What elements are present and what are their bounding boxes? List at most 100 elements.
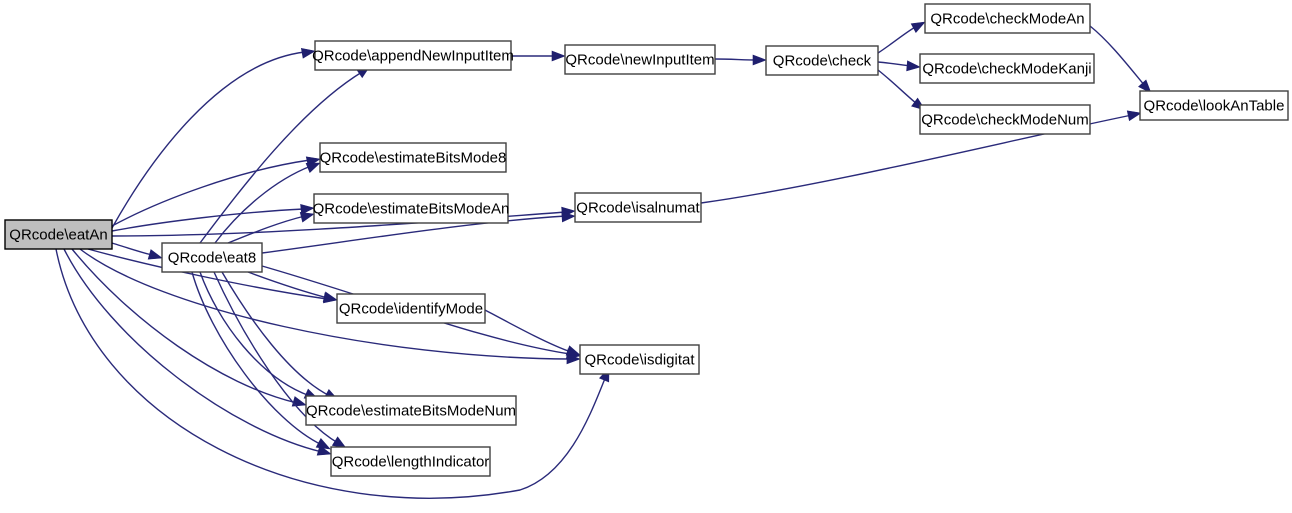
edge-line	[199, 71, 363, 244]
node-estimateBitsMode8[interactable]: QRcode\estimateBitsMode8	[319, 142, 507, 173]
edge-line	[877, 25, 918, 54]
node-box-highlighted[interactable]	[4, 219, 113, 250]
node-label: QRcode\lookAnTable	[1144, 97, 1285, 114]
edge-eat8-to-isalnumat	[261, 211, 576, 254]
edge-line	[247, 271, 329, 299]
edge-eat8-to-identifyMode	[247, 271, 338, 303]
edge-line	[63, 248, 323, 453]
arrow-head-icon	[1126, 110, 1142, 122]
edge-line	[111, 242, 153, 256]
node-label: QRcode\checkModeNum	[921, 111, 1089, 128]
node-box[interactable]	[924, 3, 1091, 34]
edge-line	[111, 159, 311, 227]
node-box[interactable]	[314, 40, 512, 71]
node-eatAn[interactable]: QRcode\eatAn	[4, 219, 113, 250]
node-box[interactable]	[319, 142, 507, 173]
arrow-head-icon	[561, 211, 576, 223]
edge-line	[191, 271, 323, 446]
edge-eatAn-to-estimateBitsMode8	[111, 156, 321, 227]
node-box[interactable]	[336, 293, 486, 324]
node-box[interactable]	[765, 45, 879, 76]
node-identifyMode[interactable]: QRcode\identifyMode	[336, 293, 486, 324]
edge-appendNewInputItem-to-newInputItem	[511, 50, 566, 62]
edge-line	[714, 58, 758, 61]
arrow-head-icon	[551, 50, 566, 62]
node-lookAnTable[interactable]: QRcode\lookAnTable	[1139, 90, 1289, 121]
node-label: QRcode\lengthIndicator	[332, 453, 490, 470]
edge-line	[484, 309, 572, 353]
node-box[interactable]	[574, 192, 702, 223]
arrow-head-icon	[315, 437, 331, 450]
node-label: QRcode\appendNewInputItem	[312, 47, 514, 64]
edge-line	[111, 208, 305, 232]
arrow-head-icon	[752, 54, 767, 66]
edge-eatAn-to-estimateBitsModeNum	[71, 248, 307, 407]
arrow-head-icon	[300, 203, 315, 215]
node-label: QRcode\eatAn	[9, 226, 107, 243]
edge-line	[214, 165, 312, 244]
node-estimateBitsModeNum[interactable]: QRcode\estimateBitsModeNum	[305, 395, 517, 426]
node-checkModeKanji[interactable]: QRcode\checkModeKanji	[919, 53, 1095, 84]
node-isdigitat[interactable]: QRcode\isdigitat	[579, 344, 700, 375]
node-box[interactable]	[330, 446, 491, 477]
node-label: QRcode\newInputItem	[565, 51, 714, 68]
edge-check-to-checkModeAn	[877, 21, 926, 54]
arrow-head-icon	[291, 396, 307, 407]
node-box[interactable]	[919, 104, 1091, 135]
edge-eatAn-to-estimateBitsModeAn	[111, 203, 315, 232]
arrow-head-icon	[299, 211, 315, 223]
node-checkModeAn[interactable]: QRcode\checkModeAn	[924, 3, 1091, 34]
edge-line	[877, 61, 912, 67]
node-box[interactable]	[919, 53, 1095, 84]
arrow-head-icon	[305, 162, 321, 174]
node-box[interactable]	[161, 242, 263, 273]
arrow-head-icon	[1138, 79, 1152, 94]
edge-line	[111, 51, 306, 229]
edge-line	[213, 271, 339, 444]
node-label: QRcode\isalnumat	[576, 199, 700, 216]
edge-check-to-checkModeKanji	[877, 60, 921, 72]
node-appendNewInputItem[interactable]: QRcode\appendNewInputItem	[312, 40, 514, 71]
node-label: QRcode\estimateBitsModeNum	[306, 402, 516, 419]
arrow-head-icon	[322, 291, 338, 303]
edge-line	[221, 271, 331, 397]
node-box[interactable]	[313, 193, 509, 224]
arrow-head-icon	[565, 345, 581, 356]
node-label: QRcode\estimateBitsModeAn	[313, 200, 510, 217]
node-label: QRcode\isdigitat	[584, 351, 695, 368]
node-box[interactable]	[305, 395, 517, 426]
node-label: QRcode\estimateBitsMode8	[320, 149, 507, 166]
edge-line	[1089, 25, 1146, 87]
edge-eat8-to-estimateBitsMode8	[214, 162, 321, 244]
arrow-head-icon	[906, 60, 921, 72]
node-estimateBitsModeAn[interactable]: QRcode\estimateBitsModeAn	[313, 193, 510, 224]
arrow-head-icon	[300, 47, 316, 59]
node-lengthIndicator[interactable]: QRcode\lengthIndicator	[330, 446, 491, 477]
node-isalnumat[interactable]: QRcode\isalnumat	[574, 192, 702, 223]
edge-eatAn-to-eat8	[111, 242, 163, 260]
edge-checkModeAn-to-lookAnTable	[1089, 25, 1152, 94]
node-label: QRcode\checkModeAn	[930, 10, 1084, 27]
arrow-head-icon	[147, 249, 163, 260]
node-newInputItem[interactable]: QRcode\newInputItem	[564, 44, 716, 75]
edge-line	[877, 69, 918, 105]
node-box[interactable]	[564, 44, 716, 75]
edge-line	[261, 215, 567, 254]
edge-eatAn-to-appendNewInputItem	[111, 47, 316, 229]
node-checkModeNum[interactable]: QRcode\checkModeNum	[919, 104, 1091, 135]
node-box[interactable]	[579, 344, 700, 375]
node-label: QRcode\eat8	[168, 249, 256, 266]
node-eat8[interactable]: QRcode\eat8	[161, 242, 263, 273]
edge-line	[227, 215, 306, 244]
node-box[interactable]	[1139, 90, 1289, 121]
node-label: QRcode\check	[773, 52, 872, 69]
edge-identifyMode-to-isdigitat	[484, 309, 581, 356]
edge-line	[79, 248, 571, 360]
edge-line	[199, 271, 311, 397]
node-check[interactable]: QRcode\check	[765, 45, 879, 76]
edge-newInputItem-to-check	[714, 54, 767, 66]
node-label: QRcode\checkModeKanji	[922, 60, 1091, 77]
